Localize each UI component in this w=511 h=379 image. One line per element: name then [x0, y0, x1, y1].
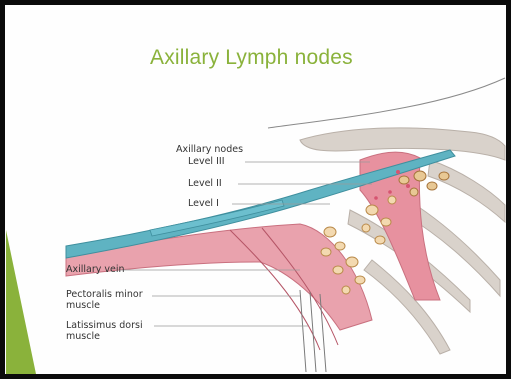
- slide-title: Axillary Lymph nodes: [150, 46, 410, 70]
- axillary-vein-label: Axillary vein: [66, 264, 125, 275]
- level-3-label: Level III: [188, 156, 225, 167]
- vessel-line: [300, 290, 306, 372]
- pectoralis-minor-label: Pectoralis minor: [66, 289, 143, 300]
- level-1-label: Level I: [188, 198, 219, 209]
- vessel-line: [310, 292, 316, 372]
- latissimus-dorsi-label-line2: muscle: [66, 331, 100, 342]
- axillary-nodes-label: Axillary nodes: [176, 144, 243, 155]
- decorative-corner-triangle: [6, 230, 36, 374]
- pectoralis-minor-label-line2: muscle: [66, 300, 100, 311]
- skin-contour-line: [268, 78, 505, 128]
- latissimus-dorsi-label: Latissimus dorsi: [66, 320, 143, 331]
- level-2-label: Level II: [188, 178, 222, 189]
